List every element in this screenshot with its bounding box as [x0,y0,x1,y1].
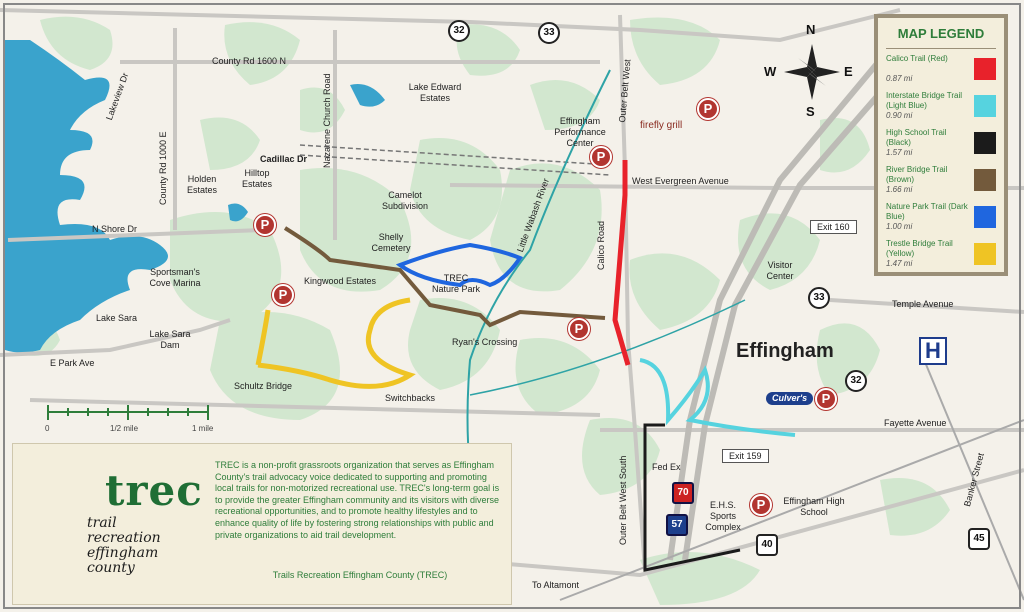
road-e-park: E Park Ave [50,358,95,368]
trec-info-box: trec trail recreation effingham county T… [12,443,512,605]
label-schultz: Schultz Bridge [234,381,293,391]
parking-pin-culvers[interactable]: P [815,388,837,410]
label-ryans: Ryan's Crossing [452,337,518,347]
parking-pin-hilltop[interactable]: P [254,214,276,236]
us45-shield: 45 [968,528,990,550]
legend-title: MAP LEGEND [897,26,985,41]
route-33-shield-2: 33 [808,287,830,309]
label-hilltop: Hilltop Estates [241,168,272,189]
little-wabash-river [466,69,611,471]
trail-river-bridge [283,226,606,328]
legend-item-river-bridge: River Bridge Trail (Brown) 1.66 mi [886,165,1004,203]
trail-nature-park [395,242,524,288]
trail-high-school [643,423,741,572]
road-county-1000: County Rd 1000 E [158,131,168,205]
road-county-1600: County Rd 1600 N [212,56,287,66]
compass-rose [784,44,840,100]
label-kingwood: Kingwood Estates [304,276,377,286]
trail-trestle-bridge [255,297,416,389]
roads [0,8,1024,578]
trec-description: TREC is a non-profit grassroots organiza… [215,460,500,540]
route-32-shield-2: 32 [845,370,867,392]
road-fayette: Fayette Avenue [884,418,947,428]
label-camelot: Camelot Subdivision [381,190,429,211]
road-cadillac: Cadillac Dr [260,154,308,164]
label-shelly: Shelly Cemetery [371,232,411,253]
i70-shield: 70 [672,482,694,504]
label-holden: Holden Estates [186,174,217,195]
route-33-shield: 33 [538,22,560,44]
label-fedex: Fed Ex [652,462,681,472]
legend-item-nature-park: Nature Park Trail (Dark Blue) 1.00 mi [886,202,1004,240]
compass-s: S [806,104,815,119]
trail-calico [612,160,631,366]
road-calico: Calico Road [596,220,606,270]
label-switchbacks: Switchbacks [385,393,436,403]
label-performance: Effingham Performance Center [554,116,606,148]
label-effingham: Effingham [736,340,834,362]
exit-159: Exit 159 [722,449,769,463]
road-temple: Temple Avenue [892,299,954,309]
compass-e: E [844,64,853,79]
to-altamont: To Altamont [532,580,580,590]
map-legend: MAP LEGEND Calico Trail (Red) 0.87 mi In… [874,14,1008,276]
green-areas [20,16,950,605]
label-sportsman: Sportsman's Cove Marina [149,267,201,288]
hospital-icon: H [919,337,947,365]
scale-zero: 0 [45,424,50,433]
legend-item-interstate: Interstate Bridge Trail (Light Blue) 0.9… [886,91,1004,129]
road-n-shore: N Shore Dr [92,224,138,234]
parking-pin-firefly[interactable]: P [697,98,719,120]
label-ehs-complex: E.H.S. Sports Complex [705,500,741,532]
us40-shield: 40 [756,534,778,556]
road-west-evergreen: West Evergreen Avenue [632,176,729,186]
compass-n: N [806,22,816,37]
scale-half: 1/2 mile [110,424,139,433]
label-firefly: firefly grill [640,120,683,131]
label-trec-park: TREC Nature Park [431,273,481,294]
parking-pin-performance[interactable]: P [590,146,612,168]
culvers-logo: Culver's [766,392,814,405]
legend-item-calico: Calico Trail (Red) 0.87 mi [886,54,1004,92]
road-outer-belt-west-south: Outer Belt West South [618,455,628,545]
scale-one: 1 mile [192,424,214,433]
i57-shield: 57 [666,514,688,536]
trail-interstate-bridge [639,358,796,437]
pond [228,203,248,222]
route-32-shield: 32 [448,20,470,42]
label-ehs: Effingham High School [783,496,845,517]
label-visitor: Visitor Center [766,260,794,281]
lake-edward [350,84,385,107]
label-lake-edward: Lake Edward Estates [408,82,462,103]
road-nazarene: Nazarene Church Road [322,73,332,168]
parking-pin-calico[interactable]: P [568,318,590,340]
bike-path [299,144,611,166]
scale-bar [47,405,209,420]
trec-logo: trec [105,466,203,515]
label-lake-sara-dam: Lake Sara Dam [149,329,191,350]
lake-sara [5,40,168,353]
legend-item-high-school: High School Trail (Black) 1.57 mi [886,128,1004,166]
trec-footer: Trails Recreation Effingham County (TREC… [272,570,448,580]
parking-pin-ehs[interactable]: P [750,494,772,516]
railroad [559,349,1024,601]
exit-160: Exit 160 [810,220,857,234]
compass-w: W [764,64,777,79]
legend-item-trestle: Trestle Bridge Trail (Yellow) 1.47 mi [886,239,1004,277]
label-lake-sara: Lake Sara [96,313,138,323]
parking-pin-kingwood[interactable]: P [272,284,294,306]
